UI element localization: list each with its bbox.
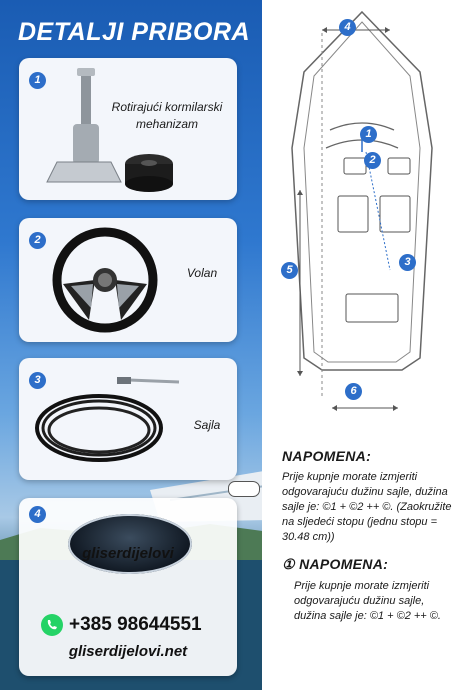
item-label: Sajla [193,418,221,432]
note-title: ① NAPOMENA: [282,556,452,573]
item-label-line: Rotirajući kormilarski [111,100,223,114]
item-label: Volan [186,266,218,280]
item-number-badge: 3 [29,372,46,389]
note-block-2: ① NAPOMENA: Prije kupnje morate izmjerit… [282,556,452,624]
item-card-1: 1 Rotirajući kormilarski mehanizam [19,58,237,200]
item-number-badge: 1 [29,72,46,89]
cable-end-icon [228,481,260,497]
steering-wheel-icon [52,227,158,333]
item-card-3: 3 Sajla [19,358,237,480]
diagram-label-1: 1 [360,126,377,143]
item-label-line: mehanizam [135,117,199,131]
diagram-label-3: 3 [399,254,416,271]
phone-number[interactable]: +385 98644551 [69,614,202,635]
item-card-2: 2 Volan [19,218,237,342]
note-text: Prije kupnje morate izmjeriti odgovaraju… [282,471,452,543]
item-label: Rotirajući kormilarski mehanizam [97,100,237,131]
diagram-label-6: 6 [345,383,362,400]
item-number-badge: 4 [29,506,46,523]
steering-mechanism-icon [46,68,173,192]
logo-badge [68,514,192,574]
note-number: ① [282,556,295,572]
boat-diagram [291,10,433,411]
website-link[interactable]: gliserdijelovi.net [68,643,188,660]
item-number-badge: 2 [29,232,46,249]
note-title: NAPOMENA: [282,448,372,464]
note-title-text: NAPOMENA: [299,556,389,572]
diagram-label-2: 2 [364,152,381,169]
logo-text: gliserdijelovi [82,545,174,562]
brand-card: 4 gliserdijelovi +385 98644551 gliserdij… [19,498,237,676]
phone-glyph-icon [47,620,57,630]
whatsapp-icon [41,614,63,636]
diagram-label-4: 4 [339,19,356,36]
contact-row: +385 98644551 [41,614,202,636]
note-text: Prije kupnje morate izmjeriti odgovaraju… [294,580,441,622]
cable-coil-icon [35,377,180,462]
note-block-1: NAPOMENA: Prije kupnje morate izmjeriti … [282,448,452,545]
diagram-label-5: 5 [281,262,298,279]
page-title: DETALJI PRIBORA [18,18,251,46]
